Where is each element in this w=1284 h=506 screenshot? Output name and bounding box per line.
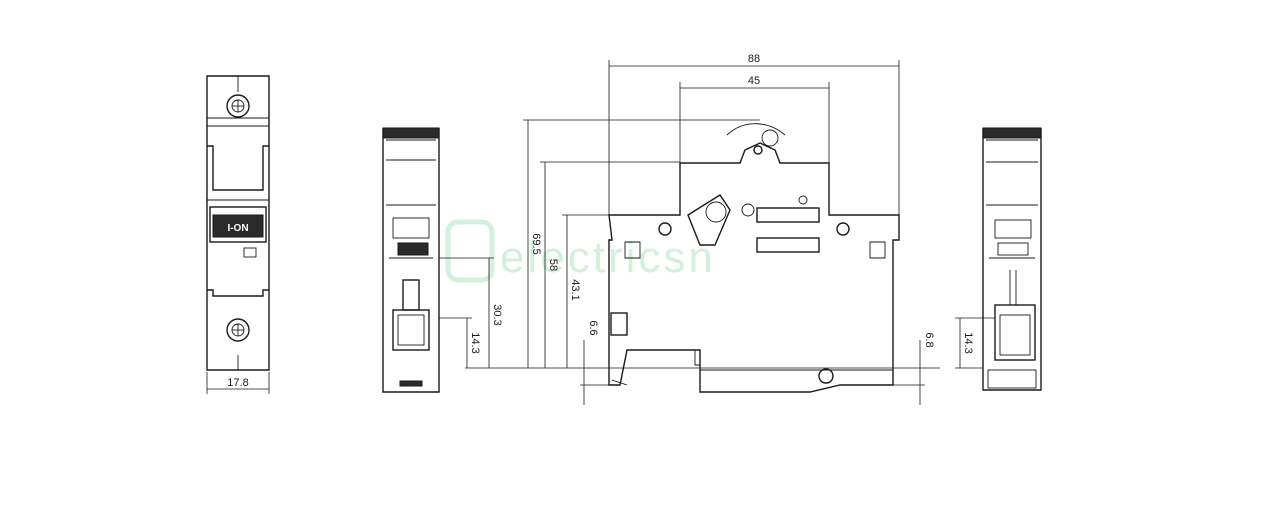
dim-69-5: 69.5 [530,233,542,254]
dim-17-8: 17.8 [227,377,248,389]
dim-6-6: 6.6 [587,320,599,335]
dim-88: 88 [748,53,760,65]
main-view: 88 45 69.5 58 43.1 6.6 [465,53,940,405]
dim-45: 45 [748,75,760,87]
dim-6-8: 6.8 [923,332,935,347]
dim-14-3-right: 14.3 [962,332,974,353]
front-view: I-ON 17.8 [206,75,270,394]
right-view: 14.3 [955,127,1042,391]
switch-label: I-ON [227,223,248,234]
watermark-logo: electricsn [445,219,716,283]
dim-14-3-left: 14.3 [469,332,481,353]
dim-43-1: 43.1 [569,279,581,300]
dim-30-3: 30.3 [491,304,503,325]
side-view: 30.3 14.3 [382,127,503,393]
dim-58: 58 [547,259,559,271]
watermark-text: electricsn [500,233,716,282]
